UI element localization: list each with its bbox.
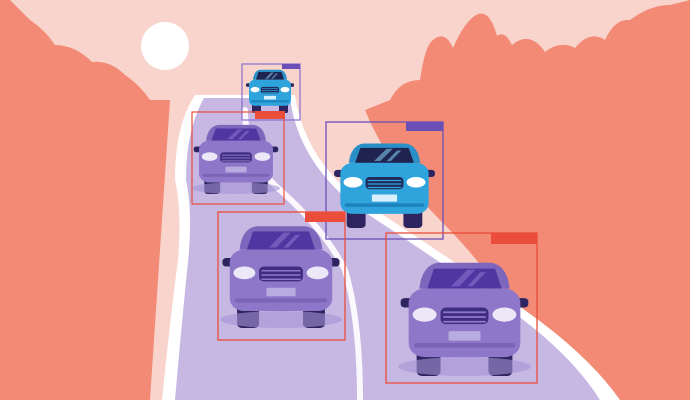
sun <box>141 22 189 70</box>
detection-box-top <box>241 63 301 121</box>
detection-box-right-blue <box>325 121 444 240</box>
detection-box-right-lower <box>385 232 538 384</box>
detection-box-left-upper <box>191 111 285 205</box>
detection-box-left-lower <box>217 211 346 341</box>
